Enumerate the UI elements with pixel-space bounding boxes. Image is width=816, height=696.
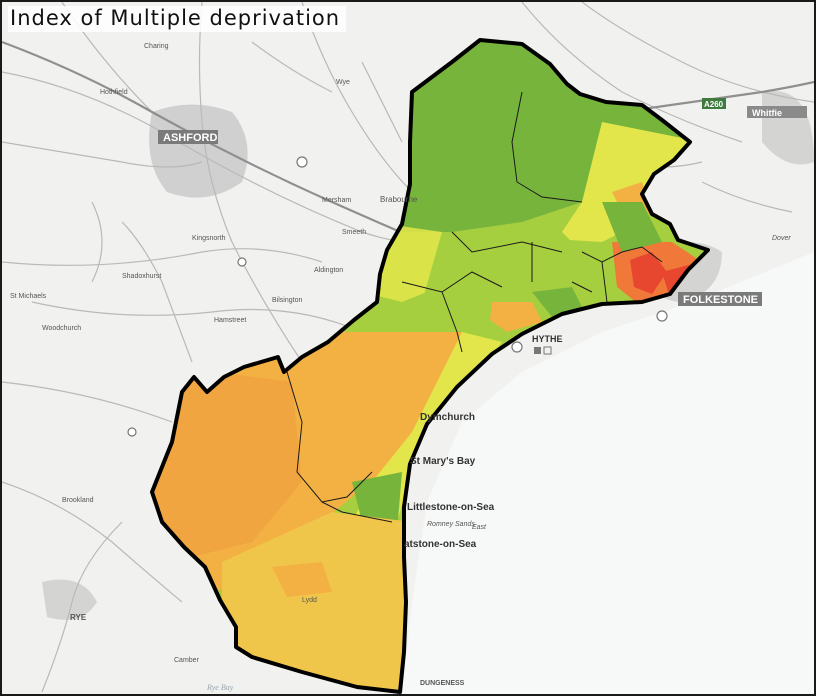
rye-urban-area bbox=[42, 579, 97, 620]
st-michaels-label: St Michaels bbox=[10, 293, 47, 300]
ashford-urban-area bbox=[149, 104, 248, 198]
romney-sands-label: Romney Sands bbox=[427, 521, 475, 528]
info-icon bbox=[543, 346, 552, 355]
town-marker-icon bbox=[127, 427, 137, 437]
town-marker-icon bbox=[511, 341, 523, 353]
st-marys-bay-label: St Mary's Bay bbox=[410, 456, 476, 467]
info-icon bbox=[534, 347, 541, 354]
district-boundary bbox=[150, 38, 710, 694]
zone-mid-low bbox=[422, 232, 622, 342]
shadoxhurst-label: Shadoxhurst bbox=[122, 273, 161, 280]
dover-label: Dover bbox=[772, 235, 791, 242]
dymchurch-label: Dymchurch bbox=[420, 412, 475, 423]
charing-label: Charing bbox=[144, 43, 169, 50]
whitfield-label: Whitfie bbox=[752, 108, 782, 118]
kingsnorth-label: Kingsnorth bbox=[192, 235, 226, 242]
whitfield-label-box bbox=[747, 106, 807, 118]
zone-east-green-strip bbox=[602, 202, 662, 252]
sea-area bbox=[402, 252, 814, 694]
greatstone-label: atstone-on-Sea bbox=[404, 539, 477, 550]
rye-label: RYE bbox=[70, 613, 87, 622]
folkestone-label: FOLKESTONE bbox=[683, 294, 758, 306]
town-marker-icon bbox=[296, 156, 308, 168]
camber-label: Camber bbox=[174, 657, 200, 664]
dungeness-label: DUNGENESS bbox=[420, 680, 465, 687]
brabourne-label: Brabourne bbox=[380, 195, 418, 204]
folkestone-label-box bbox=[678, 292, 762, 306]
hythe-label: HYTHE bbox=[532, 334, 563, 344]
brookland-label: Brookland bbox=[62, 497, 94, 504]
town-marker-icon bbox=[656, 310, 668, 322]
aldington-label: Aldington bbox=[314, 267, 343, 274]
zone-romney-marsh-very-high bbox=[152, 362, 302, 562]
zone-folkestone-most-deprived bbox=[630, 252, 667, 294]
zone-south-middle bbox=[222, 512, 412, 692]
town-marker-icon bbox=[237, 257, 247, 267]
ashford-label: ASHFORD bbox=[163, 132, 217, 144]
ward-boundaries bbox=[286, 91, 663, 523]
woodchurch-label: Woodchurch bbox=[42, 325, 81, 332]
rye-bay-label: Rye Bay bbox=[206, 683, 234, 692]
zone-hythe-high bbox=[490, 302, 542, 332]
lydd-label: Lydd bbox=[302, 597, 317, 604]
ashford-label-box bbox=[158, 130, 218, 144]
map-title: Index of Multiple deprivation bbox=[8, 6, 347, 32]
east-label: East bbox=[472, 524, 487, 531]
hothfield-label: Hothfield bbox=[100, 89, 128, 96]
wye-label: Wye bbox=[336, 79, 350, 86]
bilsington-label: Bilsington bbox=[272, 297, 302, 304]
mersham-label: Mersham bbox=[322, 197, 351, 204]
littlestone-label: Littlestone-on-Sea bbox=[407, 502, 495, 513]
a260-road-label: A260 bbox=[704, 100, 724, 109]
smeeth-label: Smeeth bbox=[342, 229, 366, 236]
a260-road-shield bbox=[702, 98, 726, 109]
zone-lydd-high bbox=[272, 562, 332, 597]
zone-hythe-least bbox=[532, 287, 582, 317]
hamstreet-label: Hamstreet bbox=[214, 317, 246, 324]
